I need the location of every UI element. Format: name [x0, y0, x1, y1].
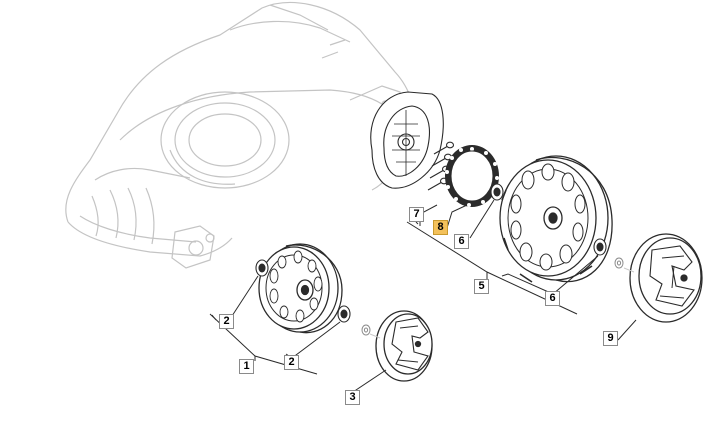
callout-6-rear-outer: 6 — [545, 291, 560, 306]
callout-5: 5 — [474, 279, 489, 294]
callout-7: 7 — [409, 207, 424, 222]
callout-2-front-outer: 2 — [284, 355, 299, 370]
hub-plate — [370, 91, 444, 189]
callout-9: 9 — [603, 331, 618, 346]
rear-hub-cap — [629, 233, 703, 323]
gear-ring — [445, 145, 499, 207]
nut-rear — [614, 257, 624, 269]
callout-3: 3 — [345, 390, 360, 405]
mower-deck-ghost — [65, 2, 416, 269]
bolt-4 — [427, 177, 449, 191]
bushing-rear-outer — [593, 238, 607, 256]
callout-2-front-inner: 2 — [219, 314, 234, 329]
callout-6-rear-inner: 6 — [454, 234, 469, 249]
bushing-rear-inner — [490, 183, 504, 201]
ghost-marks — [369, 267, 635, 339]
front-hub-cap — [375, 310, 433, 382]
callout-1: 1 — [239, 359, 254, 374]
bushing-front-inner — [255, 259, 269, 277]
nut-front — [361, 324, 371, 336]
bolt-1 — [433, 141, 455, 155]
front-wheel — [258, 243, 343, 334]
bushing-front-outer — [337, 305, 351, 323]
rear-wheel — [499, 155, 613, 283]
callout-8-highlighted: 8 — [433, 220, 448, 235]
